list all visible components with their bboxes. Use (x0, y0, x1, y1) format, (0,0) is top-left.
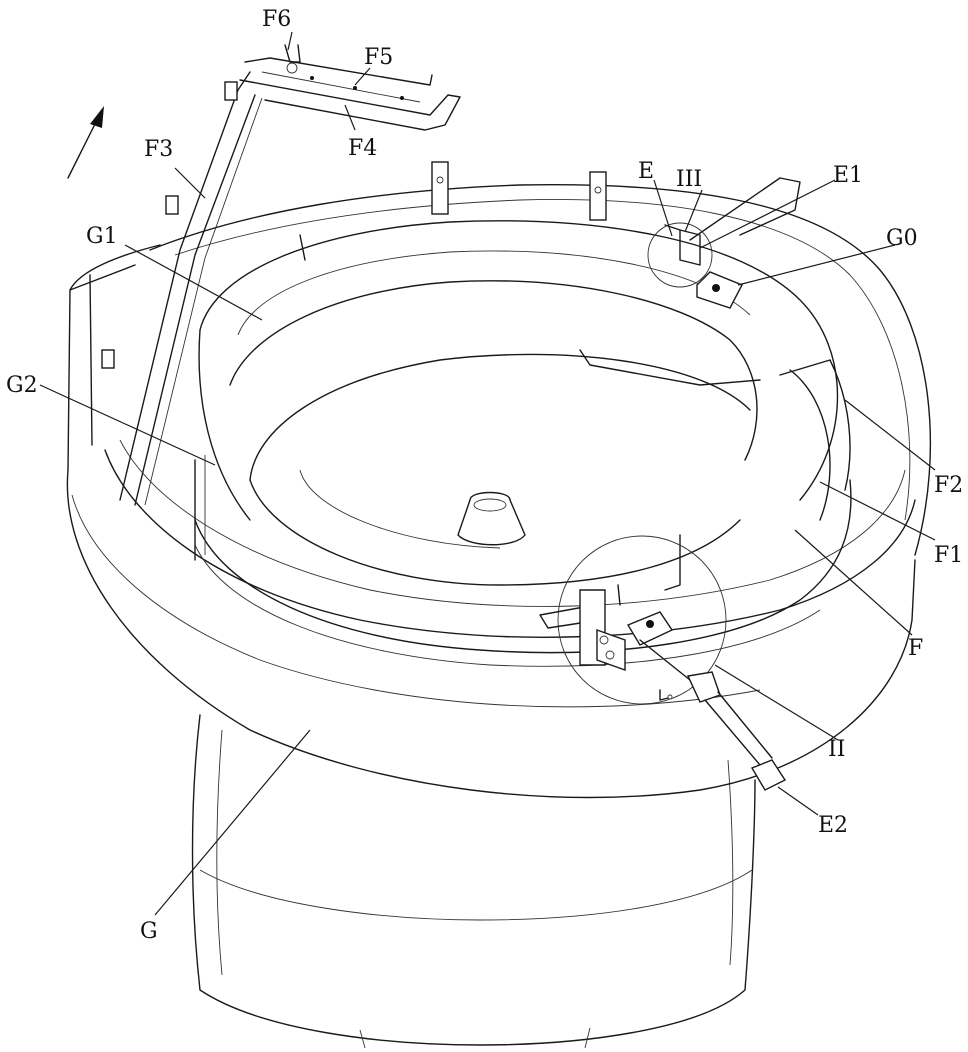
label-F4: F4 (348, 136, 377, 161)
conveyor-arm (102, 45, 460, 505)
base-pedestal (193, 715, 756, 1048)
label-F5: F5 (364, 45, 393, 70)
label-G: G (140, 919, 158, 944)
label-F2: F2 (934, 473, 963, 498)
label-III: III (676, 167, 702, 192)
label-E1: E1 (833, 163, 863, 188)
air-nozzle-E2 (640, 640, 785, 790)
bowl-inner-G1 (195, 221, 851, 666)
label-E: E (638, 159, 654, 184)
rim-brackets (432, 162, 606, 220)
label-G2: G2 (6, 373, 38, 398)
label-F: F (908, 636, 923, 661)
label-F3: F3 (144, 137, 173, 162)
label-E2: E2 (818, 813, 848, 838)
leader-lines (40, 32, 935, 915)
reference-labels: F6 F5 F4 F3 G1 G2 E III E1 G0 F2 F1 F II… (6, 7, 963, 944)
label-II: II (828, 737, 845, 762)
direction-arrow-icon (68, 106, 104, 178)
label-G1: G1 (86, 224, 118, 249)
center-cone (458, 493, 525, 545)
label-G0: G0 (886, 226, 918, 251)
label-F1: F1 (934, 543, 963, 568)
label-F6: F6 (262, 7, 291, 32)
